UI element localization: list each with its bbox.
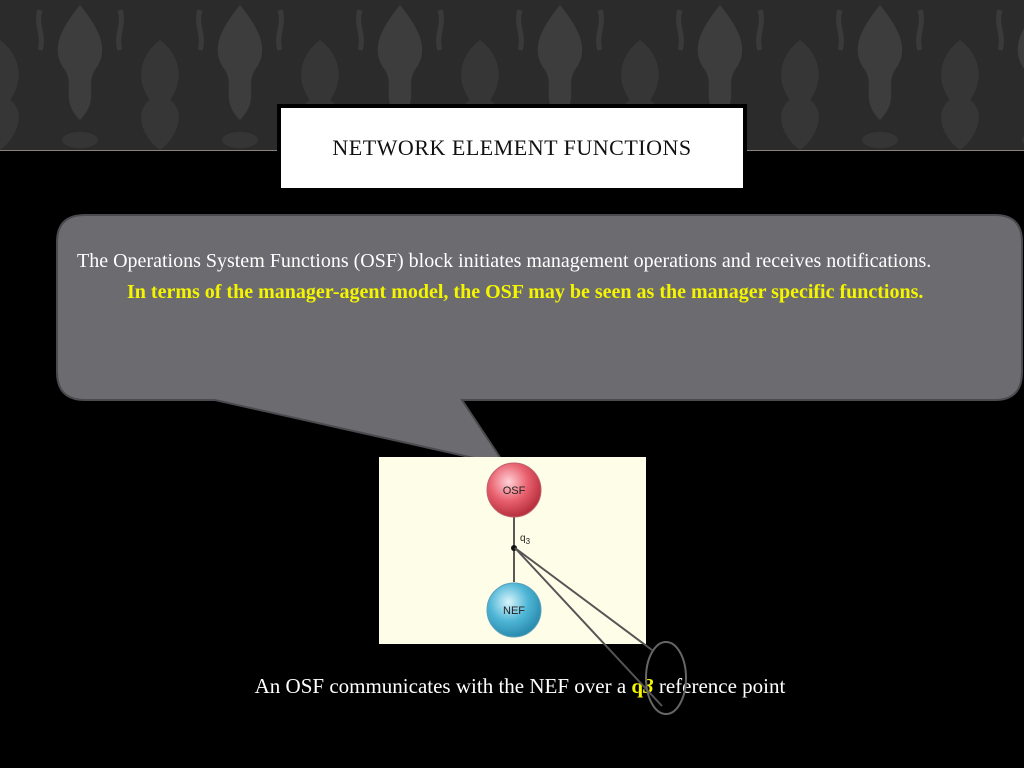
osf-label: OSF (503, 485, 526, 497)
osf-node: OSF (486, 462, 542, 518)
figure-caption: An OSF communicates with the NEF over a … (0, 674, 1024, 699)
callout-highlight: In terms of the manager-agent model, the… (127, 281, 924, 303)
caption-q3: q3 (631, 674, 653, 698)
caption-q-letter: q (631, 674, 644, 698)
reference-point-dot (511, 545, 517, 551)
ref-point-letter: q (520, 533, 526, 544)
nef-label: NEF (503, 605, 525, 617)
osf-nef-diagram: OSF NEF q3 (486, 462, 542, 638)
ref-point-sub: 3 (526, 537, 531, 546)
caption-before: An OSF communicates with the NEF over a (254, 674, 632, 698)
callout-text: The Operations System Functions (OSF) bl… (77, 246, 1012, 308)
page-title: NETWORK ELEMENT FUNCTIONS (332, 135, 692, 160)
nef-node: NEF (486, 582, 542, 638)
title-frame: NETWORK ELEMENT FUNCTIONS (277, 104, 747, 192)
callout-description: The Operations System Functions (OSF) bl… (77, 250, 932, 272)
title-panel: NETWORK ELEMENT FUNCTIONS (280, 107, 744, 189)
caption-q-sub: 3 (643, 674, 654, 698)
osf-nef-figure: OSF NEF q3 (379, 457, 646, 644)
caption-after: reference point (653, 674, 786, 698)
ref-point-label: q3 (520, 533, 531, 546)
